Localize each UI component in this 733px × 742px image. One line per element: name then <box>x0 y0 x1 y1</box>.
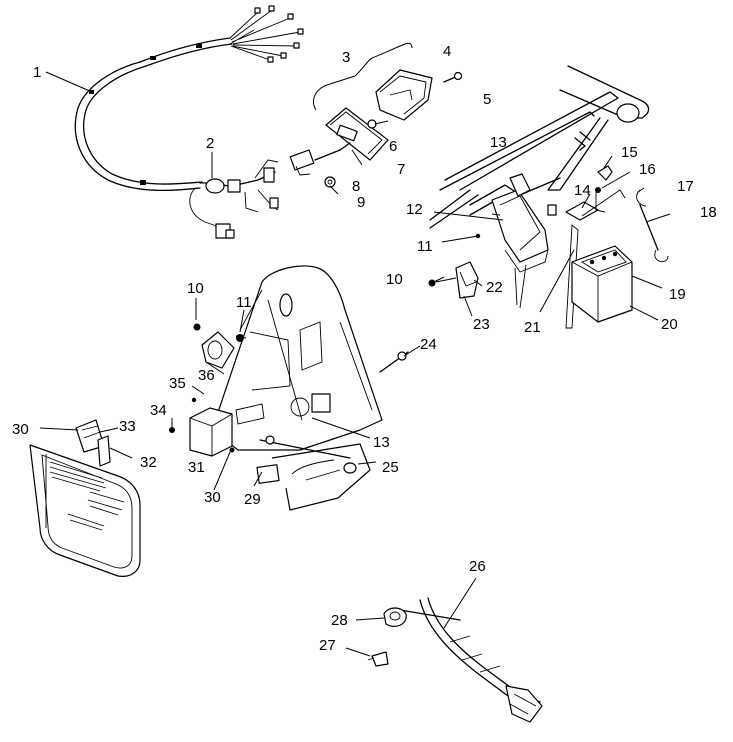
callout-8: 8 <box>352 178 360 195</box>
wiring-harness <box>74 5 304 239</box>
callout-10-right: 10 <box>386 271 403 288</box>
callout-3: 3 <box>342 49 350 66</box>
callout-11-upper: 11 <box>236 294 252 311</box>
callout-19: 19 <box>669 286 686 303</box>
callout-34: 34 <box>150 402 167 419</box>
callout-23: 23 <box>473 316 490 333</box>
callout-17: 17 <box>677 178 694 195</box>
callout-9: 9 <box>357 194 365 211</box>
callout-25: 25 <box>382 459 399 476</box>
callout-4: 4 <box>443 43 451 60</box>
callout-35: 35 <box>169 375 186 392</box>
leader-lines <box>39 71 671 657</box>
callout-1: 1 <box>33 64 41 81</box>
callout-18: 18 <box>700 204 717 221</box>
callout-10-upper: 10 <box>187 280 204 297</box>
callout-36: 36 <box>198 367 215 384</box>
callout-labels: 1 2 3 4 5 6 7 8 9 10 10 11 11 12 13 13 1… <box>12 43 717 654</box>
front-cover-panel <box>29 419 141 577</box>
callout-15: 15 <box>621 144 638 161</box>
callout-24: 24 <box>420 336 437 353</box>
callout-6: 6 <box>389 138 397 155</box>
callout-28: 28 <box>331 612 348 629</box>
callout-32: 32 <box>140 454 157 471</box>
callout-33: 33 <box>119 418 136 435</box>
callout-27: 27 <box>319 637 336 654</box>
lower-harness <box>367 597 543 723</box>
callout-26: 26 <box>469 558 486 575</box>
callout-11-right: 11 <box>417 238 433 255</box>
callout-30-left: 30 <box>12 421 29 438</box>
callout-22: 22 <box>486 279 503 296</box>
tail-light-assembly <box>289 42 463 188</box>
callout-2: 2 <box>206 135 214 152</box>
callout-12: 12 <box>406 201 423 218</box>
callout-31: 31 <box>188 459 205 476</box>
callout-14: 14 <box>574 182 591 199</box>
center-plate <box>169 265 409 511</box>
callout-13-upper: 13 <box>490 134 507 151</box>
battery-assembly <box>428 165 669 329</box>
callout-16: 16 <box>639 161 656 178</box>
callout-30-lower: 30 <box>204 489 221 506</box>
callout-20: 20 <box>661 316 678 333</box>
callout-29: 29 <box>244 491 261 508</box>
callout-5: 5 <box>483 91 491 108</box>
frame-rails <box>429 65 650 309</box>
callout-13-lower: 13 <box>373 434 390 451</box>
callout-7: 7 <box>397 161 405 178</box>
callout-21: 21 <box>524 319 541 336</box>
